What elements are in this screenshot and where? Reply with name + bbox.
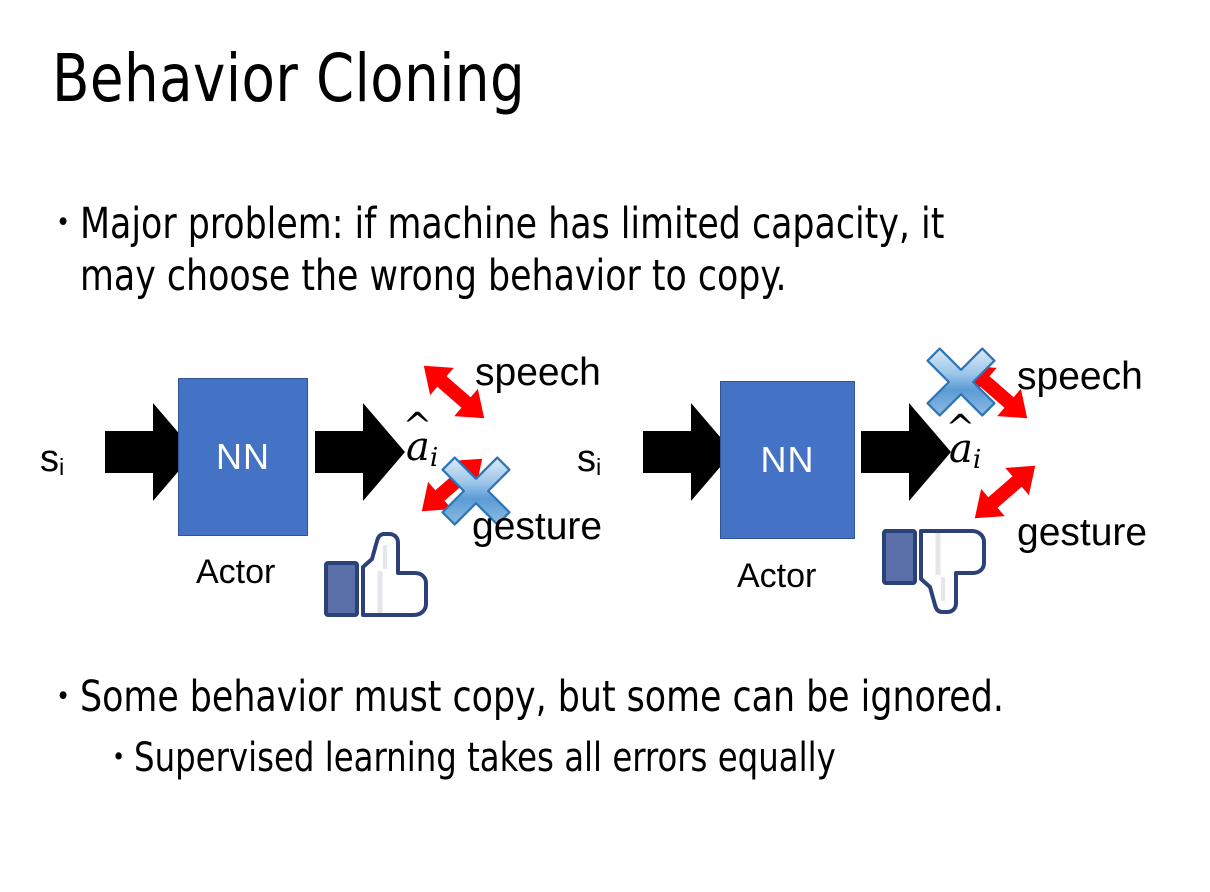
page-title: Behavior Cloning (52, 40, 526, 117)
action-label-right: ^ai (945, 407, 982, 475)
cross-out-icon-right (923, 344, 999, 425)
bullet-bottom-level2: • Supervised learning takes all errors e… (112, 734, 1162, 782)
gesture-arrow-icon-right (965, 450, 1045, 540)
nn-box-left: NN (178, 378, 308, 536)
input-arrow-icon-right (643, 397, 733, 512)
state-label-left: si (40, 438, 65, 481)
thumbs-down-icon (880, 523, 998, 620)
bullet-marker-icon: • (56, 681, 71, 713)
bullet-bottom-level1: • Some behavior must copy, but some can … (56, 672, 1166, 724)
bullet-marker-icon: • (112, 742, 126, 772)
cross-out-icon-left (438, 453, 514, 534)
diagram-right: si NN Actor ^ai (565, 335, 1195, 635)
speech-arrow-icon-right (957, 350, 1037, 440)
nn-box-label-left: NN (216, 436, 270, 477)
input-arrow-icon-left (105, 397, 195, 512)
speech-label-left: speech (475, 351, 601, 394)
diagram-left: si NN Actor ^ai (10, 335, 630, 635)
bullet-bottom-level2-text: Supervised learning takes all errors equ… (134, 735, 836, 781)
nn-box-right: NN (720, 381, 855, 539)
nn-box-label-right: NN (760, 439, 815, 480)
speech-label-right: speech (1017, 355, 1143, 398)
gesture-label-right: gesture (1017, 511, 1148, 554)
bullet-top: • Major problem: if machine has limited … (56, 198, 1136, 303)
action-label-left: ^ai (402, 405, 439, 473)
thumbs-up-icon (322, 531, 440, 628)
bullet-top-text: Major problem: if machine has limited ca… (79, 199, 945, 302)
bullet-marker-icon: • (56, 207, 71, 239)
output-arrow-icon-left (315, 397, 405, 512)
output-arrow-icon-right (861, 397, 951, 512)
gesture-label-left: gesture (472, 505, 603, 548)
actor-caption-right: Actor (737, 557, 817, 595)
speech-arrow-icon-left (414, 350, 494, 440)
actor-caption-left: Actor (196, 553, 276, 591)
state-label-right: si (577, 438, 602, 481)
bullet-bottom-level1-text: Some behavior must copy, but some can be… (79, 672, 1004, 722)
